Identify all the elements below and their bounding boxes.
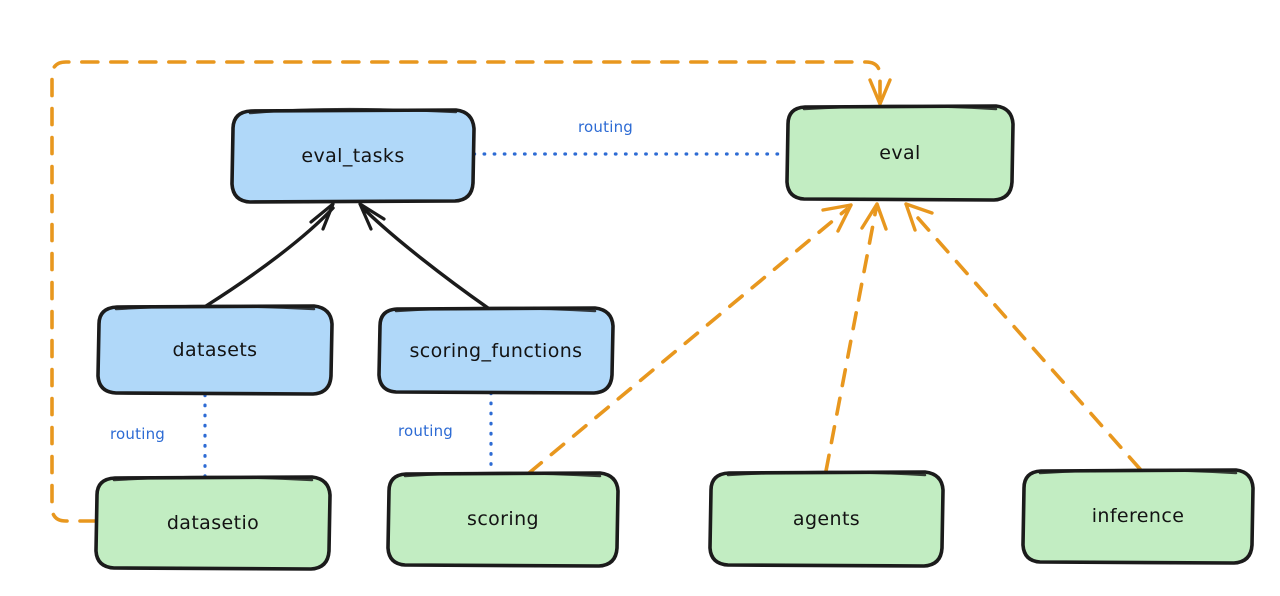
edge-datasets-to-eval-tasks [204,202,335,308]
edge-scoring-functions-to-eval-tasks [358,202,490,310]
edge-scoring-to-eval [527,203,853,475]
node-agents[interactable] [708,470,945,568]
node-scoring[interactable] [386,471,620,568]
node-eval-tasks[interactable] [230,107,476,204]
edge-agents-to-eval [824,202,888,473]
node-inference[interactable] [1021,468,1255,565]
node-datasets[interactable] [96,304,334,396]
node-datasetio[interactable] [94,475,332,571]
edge-inference-to-eval [904,202,1142,471]
node-eval[interactable] [785,104,1015,202]
edge-datasetio-to-eval [50,60,892,523]
node-scoring-functions[interactable] [377,306,615,395]
